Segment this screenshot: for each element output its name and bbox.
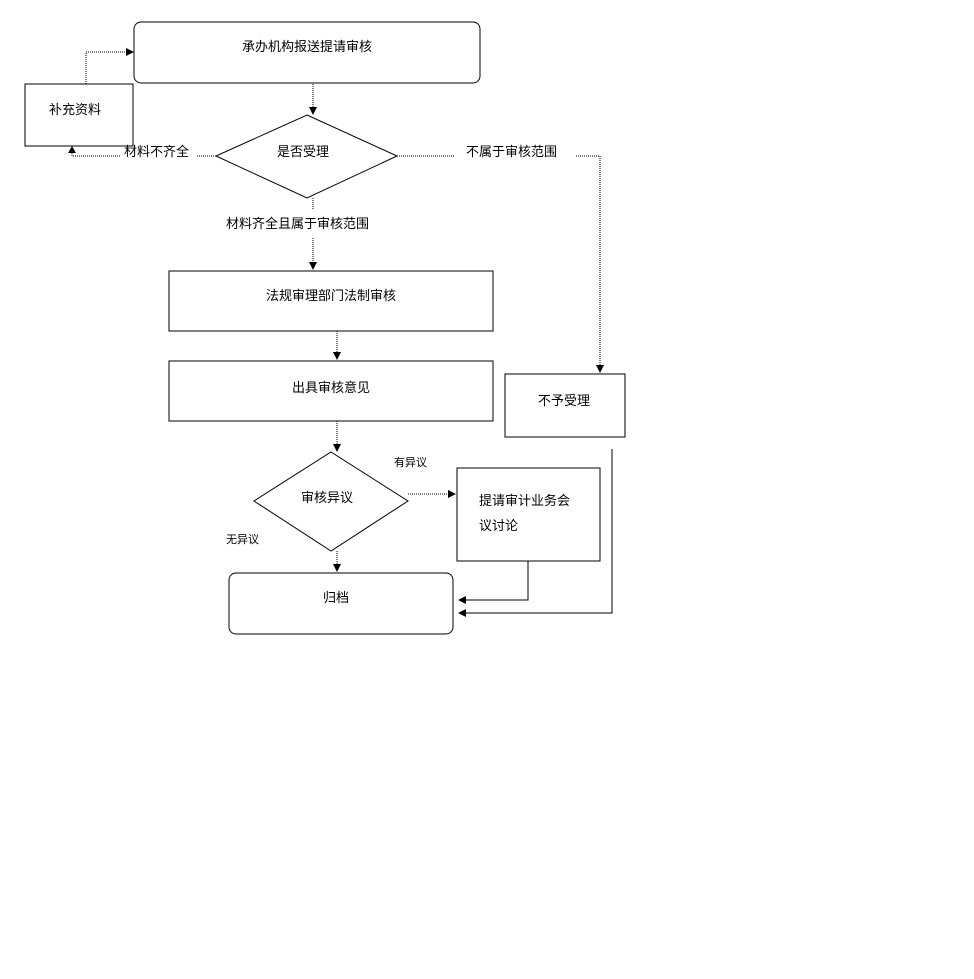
- label-incomplete: 材料不齐全: [124, 144, 189, 160]
- arrowhead-reject-archive: [458, 609, 466, 617]
- node-opinion: 出具审核意见: [168, 360, 494, 422]
- node-legal-review: 法规审理部门法制审核: [168, 270, 494, 332]
- edge-meeting-to-archive: [465, 561, 529, 601]
- edge-labels: 材料不齐全 不属于审核范围 材料齐全且属于审核范围 有异议 无异议: [124, 144, 557, 546]
- arrowhead-to-submit: [126, 48, 134, 56]
- arrowhead-to-review: [309, 262, 317, 270]
- arrowhead-to-supplement: [68, 146, 76, 153]
- edge-incomplete-left: [71, 151, 120, 157]
- node-archive-label: 归档: [323, 591, 349, 606]
- node-archive: 归档: [228, 572, 454, 635]
- connectors: [68, 48, 613, 617]
- edge-out-of-scope-b: [576, 155, 601, 366]
- node-submit-label: 承办机构报送提请审核: [242, 39, 372, 55]
- edge-reject-to-archive: [465, 449, 613, 614]
- label-no-objection: 无异议: [226, 533, 259, 546]
- node-legal-review-label: 法规审理部门法制审核: [266, 289, 396, 304]
- node-supplement-label: 补充资料: [49, 102, 101, 118]
- node-reject: 不予受理: [504, 373, 626, 438]
- node-objection-decision: 审核异议: [253, 451, 409, 552]
- node-objection-decision-label: 审核异议: [301, 491, 353, 506]
- node-opinion-label: 出具审核意见: [292, 380, 370, 396]
- arrowhead-to-opinion: [333, 352, 341, 360]
- label-out-of-scope: 不属于审核范围: [466, 145, 557, 160]
- label-has-objection: 有异议: [394, 455, 427, 469]
- node-supplement: 补充资料: [24, 83, 134, 147]
- node-meeting: 提请审计业务会 议讨论: [456, 467, 601, 562]
- node-accept-decision-label: 是否受理: [277, 145, 329, 160]
- label-complete-in-scope: 材料齐全且属于审核范围: [226, 216, 369, 232]
- node-meeting-label-line2: 议讨论: [479, 519, 518, 534]
- arrowhead-to-accept: [309, 107, 317, 115]
- node-accept-decision: 是否受理: [214, 114, 399, 199]
- node-submit: 承办机构报送提请审核: [133, 21, 481, 84]
- edge-supplement-to-submit: [85, 51, 127, 84]
- arrowhead-to-reject: [596, 365, 604, 373]
- arrowhead-to-objection: [333, 444, 341, 452]
- node-reject-label: 不予受理: [538, 394, 590, 409]
- arrowhead-to-meeting: [448, 490, 456, 498]
- node-meeting-label-line1: 提请审计业务会: [479, 493, 570, 509]
- arrowhead-meeting-archive: [458, 596, 466, 604]
- arrowhead-to-archive: [333, 564, 341, 572]
